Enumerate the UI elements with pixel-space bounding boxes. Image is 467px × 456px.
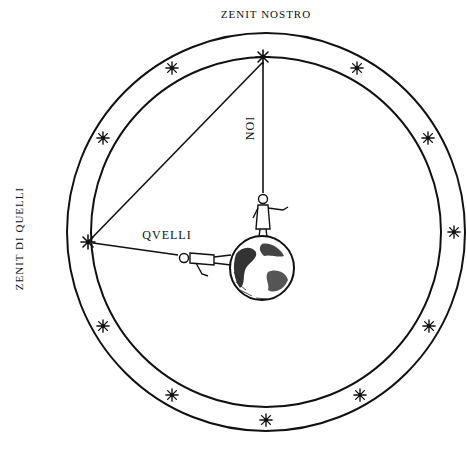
figure-label: QVELLI bbox=[142, 229, 191, 241]
inner-sphere bbox=[91, 57, 441, 407]
zenith-label: ZENIT NOSTRO bbox=[221, 9, 311, 20]
standing-figure bbox=[253, 195, 288, 238]
outer-sphere bbox=[67, 33, 465, 431]
sight-lines bbox=[88, 62, 263, 255]
side-figure bbox=[180, 253, 232, 276]
figure-label: NOI bbox=[244, 116, 256, 140]
stars bbox=[81, 50, 460, 426]
earth-globe bbox=[230, 236, 294, 300]
zenith-label: ZENIT DI QUELLI bbox=[15, 186, 26, 289]
